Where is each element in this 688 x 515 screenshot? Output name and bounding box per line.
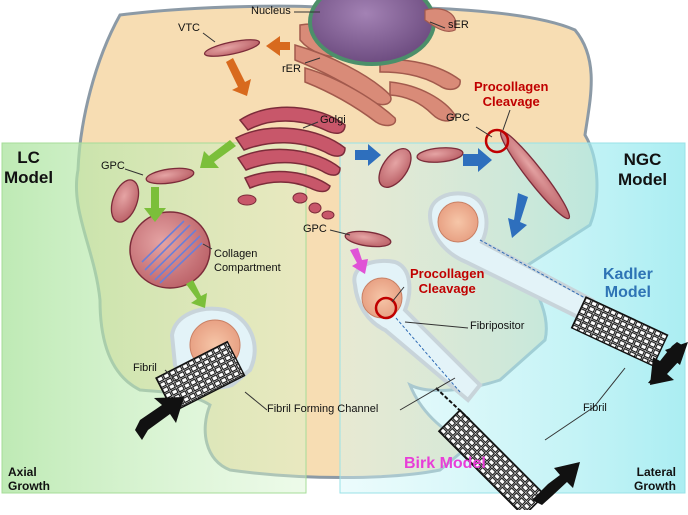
growth-arrows (135, 342, 688, 505)
procollagen-cleavage-mid: Procollagen Cleavage (410, 266, 484, 296)
fibril-birk (437, 409, 546, 515)
collagen-compartment (129, 211, 211, 289)
lc-model-title-line1: LC (17, 148, 40, 167)
golgi-label: Golgi (320, 114, 346, 126)
vtc-label: VTC (178, 22, 200, 34)
green-arrows (144, 140, 236, 308)
axial-growth-line1: Axial (8, 465, 37, 479)
smooth-er (424, 8, 457, 32)
pink-arrow (350, 248, 368, 274)
procollagen-cleavage-top: Procollagen Cleavage (474, 79, 548, 109)
nucleus-label: Nucleus (251, 5, 291, 17)
carriers (110, 39, 571, 248)
ngc-model-title: NGC Model (618, 150, 667, 190)
lateral-growth-label: Lateral Growth (634, 465, 676, 493)
fibripositor-kadler (427, 191, 595, 321)
procollagen-mid-line1: Procollagen (410, 266, 485, 281)
gpc-mid-label: GPC (303, 223, 327, 235)
procollagen-top-line2: Cleavage (482, 94, 540, 109)
collagen-compartment-line1: Collagen (214, 248, 258, 260)
ngc-model-title-line2: Model (618, 170, 668, 189)
lateral-growth-line2: Growth (634, 479, 676, 493)
kadler-model-label: Kadler Model (603, 266, 653, 302)
fibril-dotted-strands (395, 239, 586, 421)
fibril-lc (155, 340, 246, 413)
birk-model-label: Birk Model (404, 455, 486, 472)
axial-growth-line2: Growth (8, 479, 50, 493)
rer-label: rER (282, 63, 301, 75)
leader-lines (124, 11, 626, 441)
kadler-model-line2: Model (604, 284, 651, 301)
kadler-model-line1: Kadler (603, 266, 653, 283)
golgi-vesicles (237, 192, 335, 220)
collagen-compartment-label: Collagen Compartment (214, 247, 281, 275)
procollagen-cleavage-ring-top (484, 128, 510, 154)
fibripositor-label: Fibripositor (470, 320, 525, 332)
orange-arrows (226, 36, 290, 96)
fibril-left-label: Fibril (133, 362, 157, 374)
procollagen-mid-line2: Cleavage (418, 281, 476, 296)
collagen-compartment-line2: Compartment (214, 262, 281, 274)
compartment-fibers (141, 220, 203, 284)
ser-label: sER (448, 19, 469, 31)
fibril-right-label: Fibril (583, 402, 607, 414)
golgi (234, 106, 346, 193)
ngc-model-title-line1: NGC (623, 150, 662, 169)
axial-growth-label: Axial Growth (8, 465, 50, 493)
lc-model-title-line2: Model (4, 168, 54, 187)
fibril-forming-channel-label: Fibril Forming Channel (267, 403, 379, 415)
blue-arrows (355, 144, 528, 238)
procollagen-top-line1: Procollagen (474, 79, 549, 94)
lateral-growth-line1: Lateral (636, 465, 676, 479)
fibril-kadler (570, 296, 669, 367)
lc-model-title: LC Model (4, 148, 53, 188)
gpc-left-label: GPC (101, 160, 125, 172)
gpc-right-label: GPC (446, 112, 470, 124)
